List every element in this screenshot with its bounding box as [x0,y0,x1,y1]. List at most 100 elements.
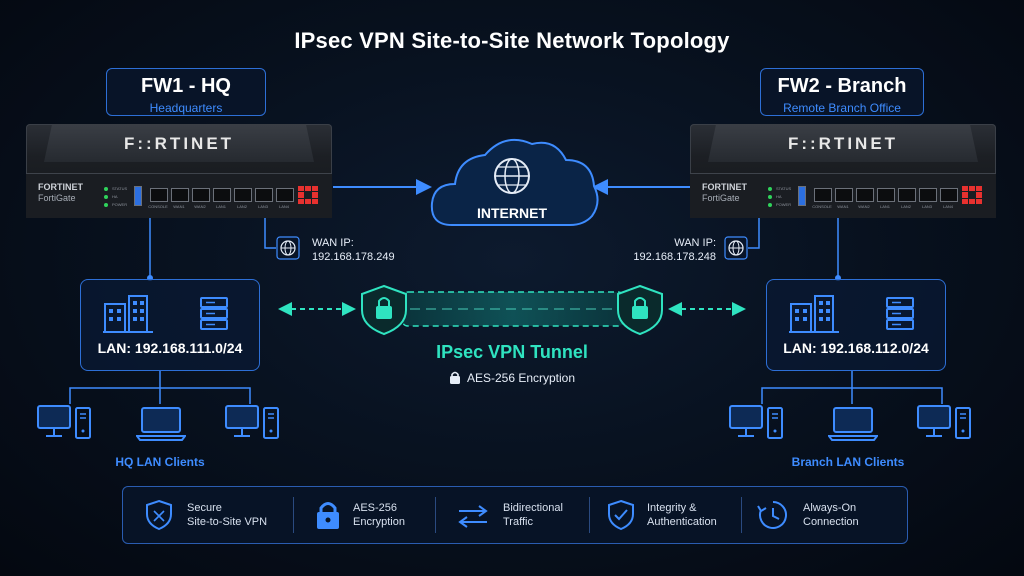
hq-port-label: LAN1 [215,204,226,209]
hq-fortinet-badge-icon [298,186,318,204]
branch-port-lan3 [919,188,937,202]
small-lock-icon [449,371,460,384]
branch-wan-label: WAN IP: [674,237,716,249]
branch-site-name: FW2 - Branch [777,75,907,97]
branch-port-console [814,188,832,202]
branch-port-label: LAN4 [942,204,953,209]
tunnel-encryption-text: AES-256 Encryption [466,371,576,385]
hq-buildings-icon [103,295,153,333]
feature-secure-line2: Site-to-Site VPN [187,516,268,528]
branch-fortinet-badge-icon [962,186,982,204]
hq-usb-port [134,186,142,206]
feature-always-on-line2: Connection [803,516,859,528]
branch-port-lan1 [877,188,895,202]
hq-port-wan2 [192,188,210,202]
branch-port-lan2 [898,188,916,202]
hq-wan-ip: 192.168.178.249 [312,251,395,263]
hq-led-status [104,187,108,191]
feature-secure-line1: Secure [187,502,222,514]
branch-fortinet-logo: F::RTINET [787,134,899,153]
hq-led-label: HA [112,194,118,199]
hq-wan-label: WAN IP: [312,237,354,249]
hq-clients-label: HQ LAN Clients [115,455,205,469]
lock-icon [317,502,339,529]
tunnel-title: IPsec VPN Tunnel [436,342,588,362]
hq-lan-box: LAN: 192.168.111.0/24 [80,279,260,371]
branch-port-label: LAN3 [921,204,932,209]
branch-lan-box: LAN: 192.168.112.0/24 [766,279,946,371]
branch-led-ha [768,195,772,199]
branch-port-wan2 [856,188,874,202]
branch-wan-connector [748,218,760,249]
hq-port-lan1 [213,188,231,202]
hq-client-desktop-left-icon [36,404,96,451]
shield-check-icon [608,499,634,531]
branch-port-wan1 [835,188,853,202]
branch-usb-port [798,186,806,206]
hq-port-wan1 [171,188,189,202]
branch-wan-text: WAN IP: 192.168.178.248 [622,236,716,264]
branch-port-label: CONSOLE [812,204,832,209]
feature-bidirectional-line2: Traffic [503,516,533,528]
hq-led-label: STATUS [112,186,128,191]
hq-led-ha [104,195,108,199]
branch-site-box: FW2 - Branch Remote Branch Office [760,68,924,116]
internet-label: INTERNET [477,205,547,221]
branch-client-laptop-icon [827,404,879,451]
branch-port-label: WAN2 [858,204,870,209]
hq-clients [36,404,286,446]
branch-client-desktop-right-icon [916,404,976,451]
hq-port-lan2 [234,188,252,202]
branch-buildings-icon [789,295,839,333]
branch-port-lan4 [940,188,958,202]
hq-port-console [150,188,168,202]
hq-port-label: LAN4 [278,204,289,209]
shield-icon [146,499,172,531]
clock-icon [757,501,787,529]
branch-port-label: LAN1 [879,204,890,209]
hq-client-laptop-icon [135,404,187,451]
hq-server-icon [200,297,228,330]
hq-led-power [104,203,108,207]
hq-port-label: WAN2 [194,204,206,209]
feature-integrity-line1: Integrity & [647,502,697,514]
feature-aes-line2: Encryption [353,516,405,528]
tunnel-encryption: AES-256 Encryption [0,371,1024,385]
page-title: IPsec VPN Site-to-Site Network Topology [294,28,730,53]
hq-brand-label: FORTINET [38,182,83,192]
branch-clients-label: Branch LAN Clients [791,455,905,469]
hq-tunnel-shield-icon [361,284,407,336]
branch-lan-subnet: LAN: 192.168.112.0/24 [783,340,929,356]
hq-port-lan4 [276,188,294,202]
branch-clients [728,404,978,446]
branch-server-icon [886,297,914,330]
branch-wan-ip: 192.168.178.248 [633,251,716,263]
feature-aes-line1: AES-256 [353,502,398,514]
branch-led-label: STATUS [776,186,792,191]
hq-wan-connector [264,218,276,249]
internet-cloud-icon [430,138,599,226]
vpn-tunnel-tube [401,291,625,327]
branch-wan-globe-icon [724,236,748,260]
branch-led-status [768,187,772,191]
branch-tunnel-shield-icon [617,284,663,336]
hq-port-label: WAN1 [173,204,185,209]
branch-port-label: WAN1 [837,204,849,209]
hq-client-desktop-right-icon [224,404,284,451]
branch-model-label: FortiGate [702,193,740,203]
hq-port-label: LAN3 [257,204,268,209]
branch-led-label: HA [776,194,782,199]
branch-brand-label: FORTINET [702,182,747,192]
branch-port-label: LAN2 [900,204,911,209]
feature-always-on-line1: Always-On [803,502,857,514]
